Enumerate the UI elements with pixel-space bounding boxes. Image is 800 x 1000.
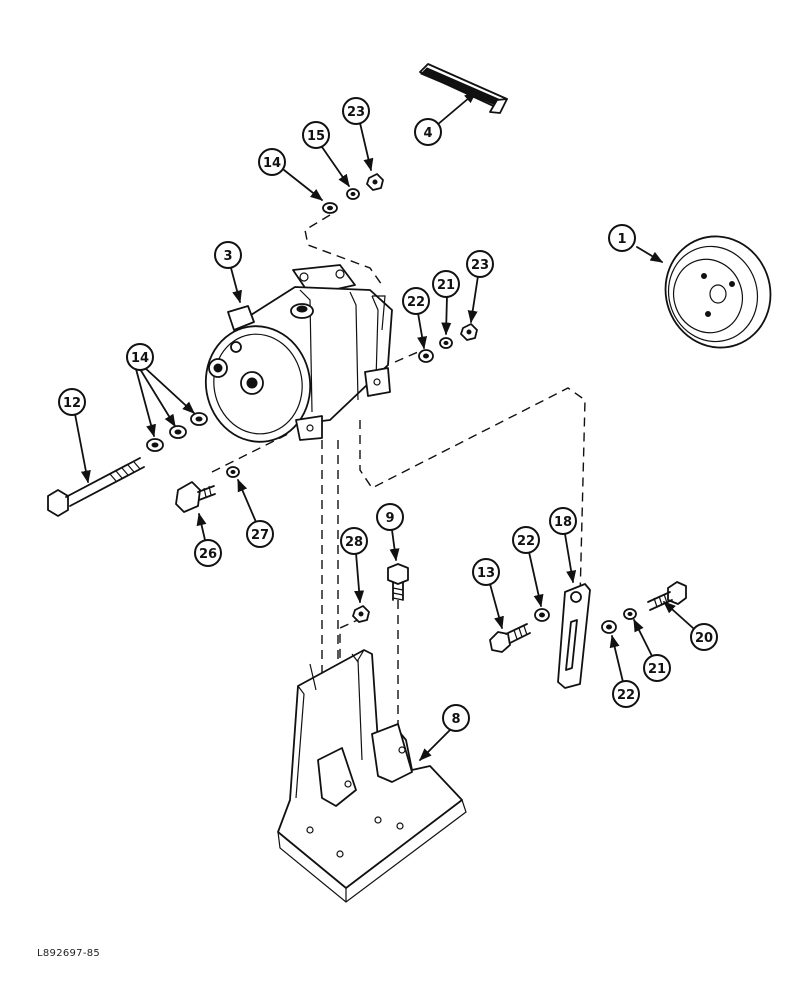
svg-text:21: 21 [437, 278, 455, 293]
leader-arrows [74, 91, 694, 761]
callout-26: 26 [194, 539, 222, 567]
document-code: L892697-85 [37, 948, 101, 959]
svg-text:22: 22 [407, 295, 425, 310]
callout-4: 4 [414, 118, 442, 146]
bolt-20-part [647, 581, 687, 611]
callout-15: 15 [302, 121, 330, 149]
svg-text:28: 28 [345, 535, 363, 550]
callout-21-lower: 21 [643, 654, 671, 682]
svg-text:14: 14 [131, 351, 149, 366]
callout-9: 9 [376, 503, 404, 531]
pulley-part [664, 235, 772, 349]
callout-3: 3 [214, 241, 242, 269]
callout-12: 12 [58, 388, 86, 416]
svg-text:23: 23 [347, 105, 365, 120]
callout-28: 28 [340, 527, 368, 555]
svg-text:13: 13 [477, 566, 495, 581]
svg-text:14: 14 [263, 156, 281, 171]
callout-21-right: 21 [432, 270, 460, 298]
callout-23-upper: 23 [342, 97, 370, 125]
callout-27: 27 [246, 520, 274, 548]
long-bolt-part [47, 457, 145, 517]
svg-text:4: 4 [423, 126, 432, 141]
callout-22-right: 22 [402, 287, 430, 315]
svg-text:27: 27 [251, 528, 269, 543]
svg-text:8: 8 [451, 712, 460, 727]
callout-14-upper: 14 [258, 148, 286, 176]
callout-8: 8 [442, 704, 470, 732]
svg-text:20: 20 [695, 631, 713, 646]
svg-text:3: 3 [223, 249, 232, 264]
compressor-part [204, 264, 393, 443]
carriage-bolt-part [175, 481, 216, 513]
svg-text:1: 1 [617, 232, 626, 247]
bolt-9-part [387, 563, 409, 601]
svg-text:12: 12 [63, 396, 81, 411]
callout-23-right: 23 [466, 250, 494, 278]
bolt-13-part [489, 623, 531, 653]
callout-22-middle: 22 [512, 526, 540, 554]
callout-20: 20 [690, 623, 718, 651]
callout-22-lower: 22 [612, 680, 640, 708]
adjusting-strap-part [557, 583, 591, 689]
callout-14-left: 14 [126, 343, 154, 371]
svg-text:18: 18 [554, 515, 572, 530]
svg-text:26: 26 [199, 547, 217, 562]
hardware-group [146, 173, 637, 634]
callout-1: 1 [608, 224, 636, 252]
svg-text:22: 22 [517, 534, 535, 549]
belt-part [419, 63, 508, 114]
svg-text:21: 21 [648, 662, 666, 677]
callout-18: 18 [549, 507, 577, 535]
mounting-bracket-part [277, 649, 467, 903]
svg-text:9: 9 [385, 511, 394, 526]
svg-text:22: 22 [617, 688, 635, 703]
callout-13: 13 [472, 558, 500, 586]
svg-text:15: 15 [307, 129, 325, 144]
svg-text:23: 23 [471, 258, 489, 273]
